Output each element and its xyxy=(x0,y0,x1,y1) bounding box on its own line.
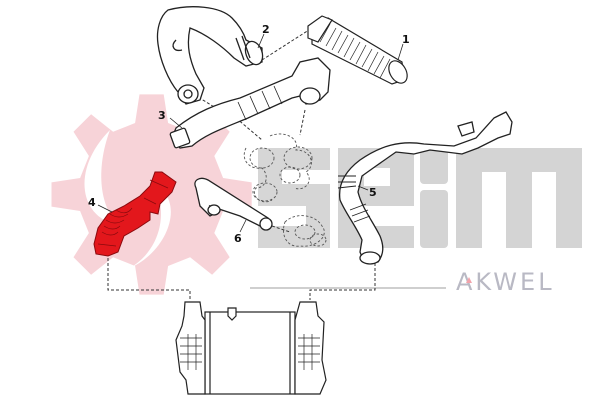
callout-1: 1 xyxy=(402,33,410,46)
akwel-logo: AKWEL xyxy=(456,268,555,296)
part-2-curved-pipe[interactable] xyxy=(156,6,265,105)
ghost-engine-parts xyxy=(243,133,327,247)
callout-3: 3 xyxy=(158,109,166,122)
callout-2: 2 xyxy=(262,23,270,36)
part-6-bent-hose[interactable] xyxy=(194,177,273,231)
svg-text:AKWEL: AKWEL xyxy=(456,268,555,296)
intercooler[interactable] xyxy=(175,301,327,395)
callout-4: 4 xyxy=(88,196,96,209)
part-3-intake-pipe[interactable] xyxy=(169,57,331,149)
callout-5: 5 xyxy=(369,186,377,199)
part-5-intercooler-outlet-hose[interactable] xyxy=(337,111,513,265)
part-4-intercooler-inlet-hose[interactable] xyxy=(93,171,177,257)
callout-leaders xyxy=(97,33,404,233)
callout-6: 6 xyxy=(234,232,242,245)
seim-watermark-logo xyxy=(258,148,582,248)
part-1-corrugated-hose[interactable] xyxy=(307,15,411,86)
